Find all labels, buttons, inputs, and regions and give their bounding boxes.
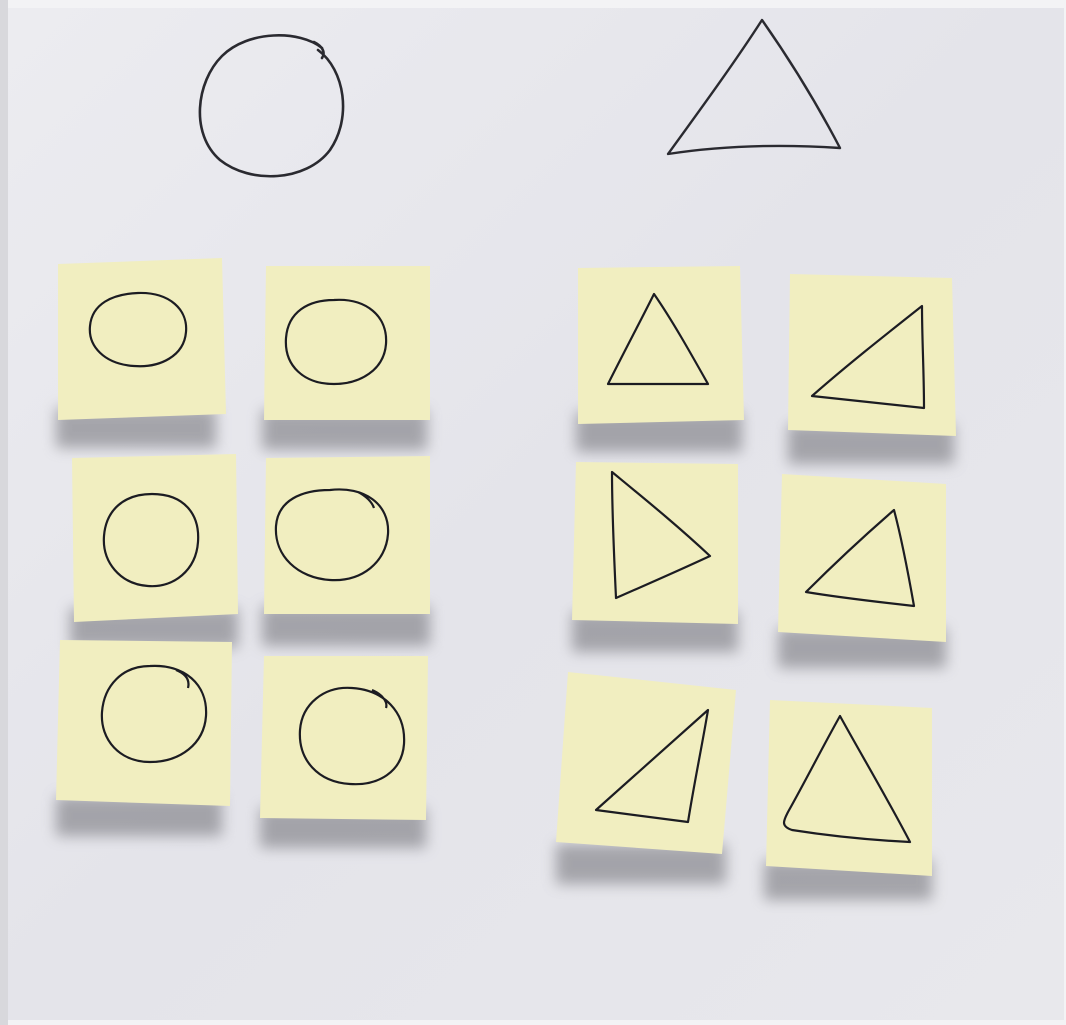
sticky-note-circle-4 (264, 456, 430, 614)
sticky-note-triangle-1 (578, 266, 744, 424)
sticky-note-triangle-3 (572, 462, 738, 624)
sticky-note-circle-1 (58, 258, 226, 420)
paper-left-edge (0, 0, 8, 1025)
sticky-note-circle-6 (260, 656, 428, 820)
sticky-note-circle-2 (264, 266, 430, 420)
sticky-note-triangle-6 (766, 700, 932, 876)
sticky-note-triangle-5 (556, 672, 736, 854)
sticky-note-triangle-4 (778, 474, 946, 642)
sticky-note-triangle-2 (788, 274, 956, 436)
sticky-note-circle-3 (72, 454, 238, 622)
sticky-note-circle-5 (56, 640, 232, 806)
